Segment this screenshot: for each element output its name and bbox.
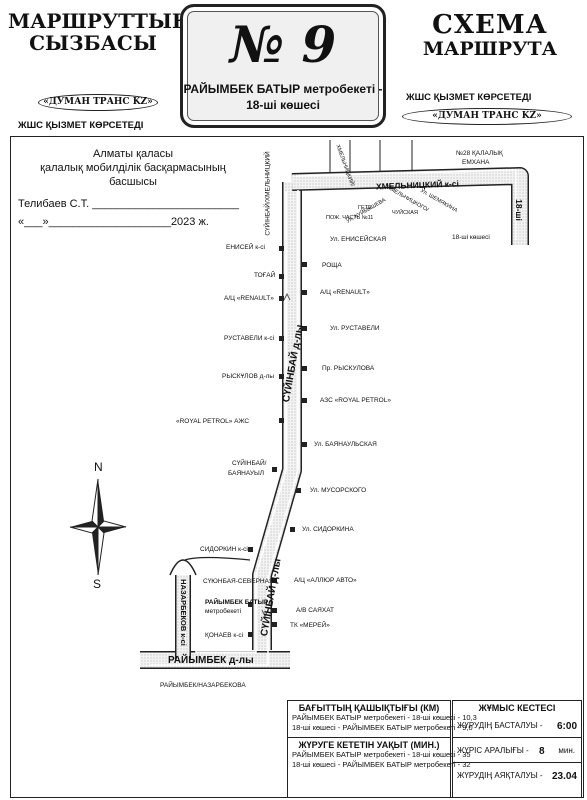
stop-royal-left: «ROYAL PETROL» АЖС [176, 418, 250, 425]
schedule-table: ЖҰМЫС КЕСТЕСІ ЖҮРУДІҢ БАСТАЛУЫ - 6:00 ЖҮ… [452, 700, 582, 798]
distance-back: 18-ші көшесі - РАЙЫМБЕК БАТЫР метробекет… [292, 723, 473, 732]
route-number: № 9 [229, 15, 337, 74]
stop-sidorkina-right: Ул. СИДОРКИНА [302, 526, 354, 533]
approval-city: Алматы қаласы [92, 148, 174, 160]
street-18: 18-ші [513, 199, 524, 221]
stop-18-street: 18-ші көшесі [452, 234, 490, 241]
stop-bayanaulskaya: Ул. БАЯНАУЛЬСКАЯ [314, 441, 377, 448]
route-name: РАЙЫМБЕК БАТЫР метробекеті - 18-ші көшес… [183, 81, 383, 113]
time-header: ЖҮРУГЕ КЕТЕТІН УАҚЫТ (МИН.) [298, 740, 440, 750]
stop-emkhana-1: №28 ҚАЛАЛЫҚ [456, 150, 503, 157]
stop-ryskulov-left: РЫСКҰЛОВ д-лы [222, 373, 275, 380]
stop-bayanauyl-2: БАЯНАУЫЛ [228, 470, 265, 477]
title-kz: МАРШРУТТЫҢ СЫЗБАСЫ [8, 9, 192, 55]
stop-eniseiskaya: Ул. ЕНИСЕЙСКАЯ [330, 236, 387, 243]
stop-royal-right: АЗС «ROYAL PETROL» [320, 397, 391, 404]
company-badge-right: «ДУМАН ТРАНС KZ» [402, 108, 572, 125]
street-suyunbay-khmel: СҮЙІНБАЙ/ХМЕЛЬНИЦКИЙ [264, 151, 272, 236]
stop-pozh-chast: ПОЖ. ЧАСТЬ №11 [326, 215, 374, 221]
schedule-start: ЖҮРУДІҢ БАСТАЛУЫ - 6:00 [457, 721, 577, 732]
compass-rose [69, 478, 127, 576]
stop-markers [248, 246, 307, 637]
schedule-interval: ЖҮРІС АРАЛЫҒЫ - 8 мин. [457, 746, 575, 757]
stop-allur-avto: А/Ц «АЛЛЮР АВТО» [294, 577, 357, 584]
distance-header: БАҒЫТТЫҢ ҚАШЫҚТЫҒЫ (КМ) [298, 703, 440, 713]
route-info-table: БАҒЫТТЫҢ ҚАШЫҚТЫҒЫ (КМ) РАЙЫМБЕК БАТЫР м… [287, 700, 477, 798]
title-ru: СХЕМА МАРШРУТА [400, 12, 580, 60]
service-text-right: ЖШС ҚЫЗМЕТ КӨРСЕТЕДІ [406, 92, 532, 103]
stop-musorskogo: Ул. МУСОРСКОГО [310, 487, 367, 494]
stop-togai: ТОҒАЙ [254, 272, 276, 279]
route-number-box: № 9 РАЙЫМБЕК БАТЫР метробекеті - 18-ші к… [180, 4, 386, 128]
stop-rustaveli-left: РУСТАВЕЛИ к-сі [224, 335, 275, 342]
title-kz-line1: МАРШРУТТЫҢ [8, 9, 192, 33]
stop-bayanauyl-1: СҮЙІНБАЙ/ [232, 460, 267, 467]
stop-renault-right: А/Ц «RENAULT» [320, 289, 370, 296]
title-kz-line2: СЫЗБАСЫ [29, 31, 157, 55]
company-badge-left: «ДУМАН ТРАНС KZ» [38, 94, 158, 111]
stop-raiymbek-metro-2: метробекеті [205, 608, 242, 615]
approval-office: қалалық мобилділік басқармасының басшысы [40, 162, 226, 188]
street-raiymbek: РАЙЫМБЕК д-лы [168, 655, 254, 666]
street-nazarbek: НАЗАРБЕКОВ к-сі [178, 579, 188, 646]
stop-gete-2: ГЕТЕ [358, 205, 372, 211]
stop-sayakhat: А/В САЯХАТ [296, 607, 334, 614]
route-name-line2: 18-ші көшесі [246, 98, 320, 112]
compass-south: S [93, 577, 102, 591]
stop-emkhana-2: ЕМХАНА [462, 159, 490, 166]
stop-merei: ТК «МЕРЕЙ» [290, 622, 330, 629]
approval-block: Алматы қаласы қалалық мобилділік басқарм… [18, 147, 248, 229]
stop-rustaveli-right: Ул. РУСТАВЕЛИ [330, 325, 380, 332]
stop-raiymbek-nazarbekova: РАЙЫМБЕК/НАЗАРБЕКОВА [160, 682, 246, 689]
route-line [150, 169, 517, 666]
service-text-left: ЖШС ҚЫЗМЕТ КӨРСЕТЕДІ [18, 120, 144, 131]
compass-north: N [94, 460, 103, 474]
stop-renault-left: А/Ц «RENAULT» [224, 295, 274, 302]
approval-date: «___»____________________2023 ж. [18, 216, 209, 228]
stop-raiymbek-metro-1: РАЙЫМБЕК БАТЫР [205, 599, 269, 606]
title-ru-line2: МАРШРУТА [422, 38, 558, 60]
route-name-line1: РАЙЫМБЕК БАТЫР метробекеті - [183, 82, 383, 96]
stop-konaev: ҚОНАЕВ к-сі [205, 632, 244, 639]
stop-syunbaya-severnaya: СҮЮНБАЯ-СЕВЕРНАЯ [203, 578, 274, 585]
time-back: 18-ші көшесі - РАЙЫМБЕК БАТЫР метробекет… [292, 760, 471, 769]
time-forward: РАЙЫМБЕК БАТЫР метробекеті - 18-ші көшес… [292, 750, 471, 759]
title-ru-line1: СХЕМА [432, 10, 548, 40]
distance-forward: РАЙЫМБЕК БАТЫР метробекеті - 18-ші көшес… [292, 713, 477, 722]
schedule-end: ЖҮРУДІҢ АЯҚТАЛУЫ - 23.04 [457, 771, 577, 782]
stop-ryskulova-right: Пр. РЫСКУЛОВА [322, 365, 375, 372]
stop-roshcha: РОЩА [322, 262, 342, 269]
schedule-header: ЖҰМЫС КЕСТЕСІ [478, 703, 556, 713]
stop-sidorkin-left: СИДОРКИН к-сі [200, 546, 248, 553]
stop-chuiskaya-2: ЧУЙСКАЯ [392, 210, 418, 216]
stop-enisei: ЕНИСЕЙ к-сі [226, 244, 265, 251]
approval-signer: Телибаев С.Т. ________________________ [18, 198, 240, 210]
